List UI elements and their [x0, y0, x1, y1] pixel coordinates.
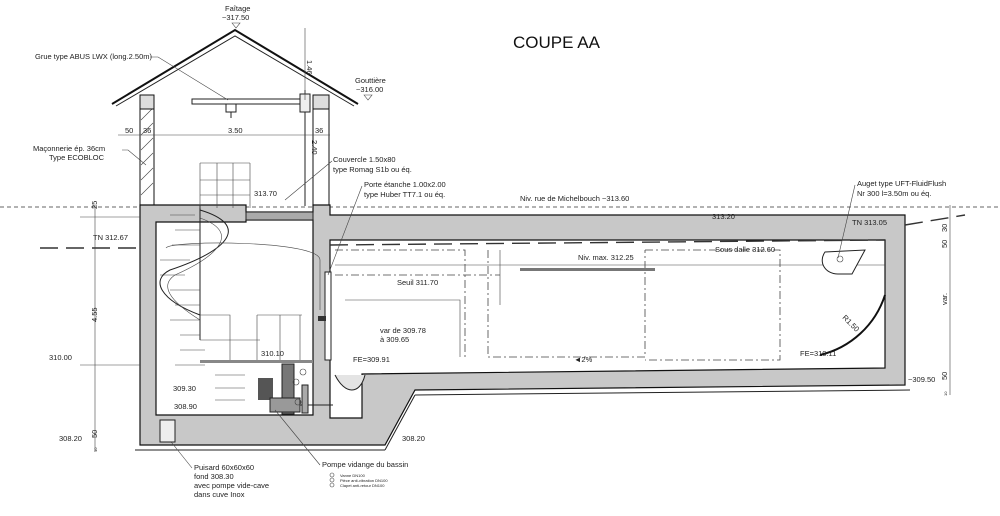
- sump: [159, 419, 176, 443]
- slope-label: ◄2%: [574, 355, 593, 364]
- door-label-2: type Huber TT7.1 ou éq.: [364, 190, 445, 199]
- ridge-level: Faîtage ~317.50: [222, 4, 250, 29]
- legend-item: Pièce anti-vibration DN100: [329, 477, 388, 483]
- legend: Vanne DN100 Pièce anti-vibration DN100 C…: [329, 472, 388, 488]
- level-30930: 309.30: [173, 384, 196, 393]
- door-label-1: Porte étanche 1.00x2.00: [364, 180, 446, 189]
- level-31010: 310.10: [261, 349, 284, 358]
- level-tn-right: TN 313.05: [852, 218, 887, 227]
- pump: [258, 363, 333, 415]
- dim-350: 3.50: [228, 126, 243, 135]
- crane-label: Grue type ABUS LWX (long.2.50m): [35, 52, 152, 61]
- level-niv-max: Niv. max. 312.25: [578, 253, 634, 262]
- sump-label-1: Puisard 60x60x60: [194, 463, 254, 472]
- svg-text:Gouttière: Gouttière: [355, 76, 386, 85]
- dim-50-right: 50: [940, 240, 949, 248]
- cover-label-2: type Romag S1b ou éq.: [333, 165, 412, 174]
- sump-label-4: dans cuve Inox: [194, 490, 245, 499]
- level-30820-left: 308.20: [59, 434, 82, 443]
- level-var-1: var de 309.78: [380, 326, 426, 335]
- masonry-label-1: Maçonnerie ép. 36cm: [33, 144, 105, 153]
- roof: [111, 28, 359, 107]
- dim-30-right: 30: [940, 224, 949, 232]
- bucket-label-2: Nr 300 l=3.50m ou éq.: [857, 189, 931, 198]
- legend-item: Clapet anti-retour DN100: [329, 482, 385, 488]
- dim-25: 25: [90, 201, 99, 209]
- sump-label-2: fond 308.30: [194, 472, 234, 481]
- dim-146: 1.46: [305, 60, 314, 75]
- tipping-bucket: [821, 249, 866, 275]
- dim-36-left: 36: [143, 126, 151, 135]
- fillet-curve: [819, 294, 886, 356]
- crane: [191, 93, 311, 118]
- level-30890: 308.90: [174, 402, 197, 411]
- masonry-label-2: Type ECOBLOC: [49, 153, 105, 162]
- dim-10: 10: [93, 447, 98, 452]
- level-sous-dalle: Sous dalle 312.60: [715, 245, 775, 254]
- level-seuil: Seuil 311.70: [397, 278, 438, 287]
- svg-text:Vanne DN100: Vanne DN100: [340, 473, 366, 478]
- concrete-structure: [139, 204, 906, 446]
- level-30950: ~309.50: [908, 375, 935, 384]
- drawing-title: COUPE AA: [513, 33, 601, 52]
- dim-50: 50: [125, 126, 133, 135]
- dim-10-right: 10: [943, 391, 948, 396]
- sump-label-3: avec pompe vide-cave: [194, 481, 269, 490]
- svg-text:~316.00: ~316.00: [356, 85, 383, 94]
- level-31370: 313.70: [254, 189, 277, 198]
- street-level-label: Niv. rue de Michelbouch ~313.60: [520, 194, 629, 203]
- dim-50-right-bottom: 50: [940, 372, 949, 380]
- gutter-level: Gouttière ~316.00: [355, 76, 386, 101]
- pump-label: Pompe vidange du bassin: [322, 460, 408, 469]
- railing: [165, 162, 321, 363]
- dim-36-right: 36: [315, 126, 323, 135]
- svg-text:~317.50: ~317.50: [222, 13, 249, 22]
- cover-label-1: Couvercle 1.50x80: [333, 155, 396, 164]
- svg-text:Clapet anti-retour DN100: Clapet anti-retour DN100: [340, 483, 385, 488]
- dim-455: 4.55: [90, 307, 99, 322]
- cover-hatch: [245, 211, 314, 221]
- level-tn-left: TN 312.67: [93, 233, 128, 242]
- level-var-2: à 309.65: [380, 335, 409, 344]
- radius-label: R1.50: [841, 313, 862, 334]
- dim-240: 2.40: [310, 140, 319, 155]
- level-31320: 313.20: [712, 212, 735, 221]
- svg-text:Pièce anti-vibration DN100: Pièce anti-vibration DN100: [340, 478, 388, 483]
- svg-text:Faîtage: Faîtage: [225, 4, 250, 13]
- bucket-label-1: Auget type UFT-FluidFlush: [857, 179, 946, 188]
- masonry-wall-left: [139, 95, 155, 207]
- dim-var: var.: [940, 293, 949, 305]
- dim-50-bottom: 50: [90, 430, 99, 438]
- legend-item: Vanne DN100: [329, 472, 366, 478]
- level-31000: 310.00: [49, 353, 72, 362]
- spiral-staircase: [159, 205, 245, 401]
- level-fe-left: FE=309.91: [353, 355, 390, 364]
- level-fe-right: FE=310.11: [800, 349, 836, 358]
- terrain-line: [329, 239, 886, 246]
- level-30820-mid: 308.20: [402, 434, 425, 443]
